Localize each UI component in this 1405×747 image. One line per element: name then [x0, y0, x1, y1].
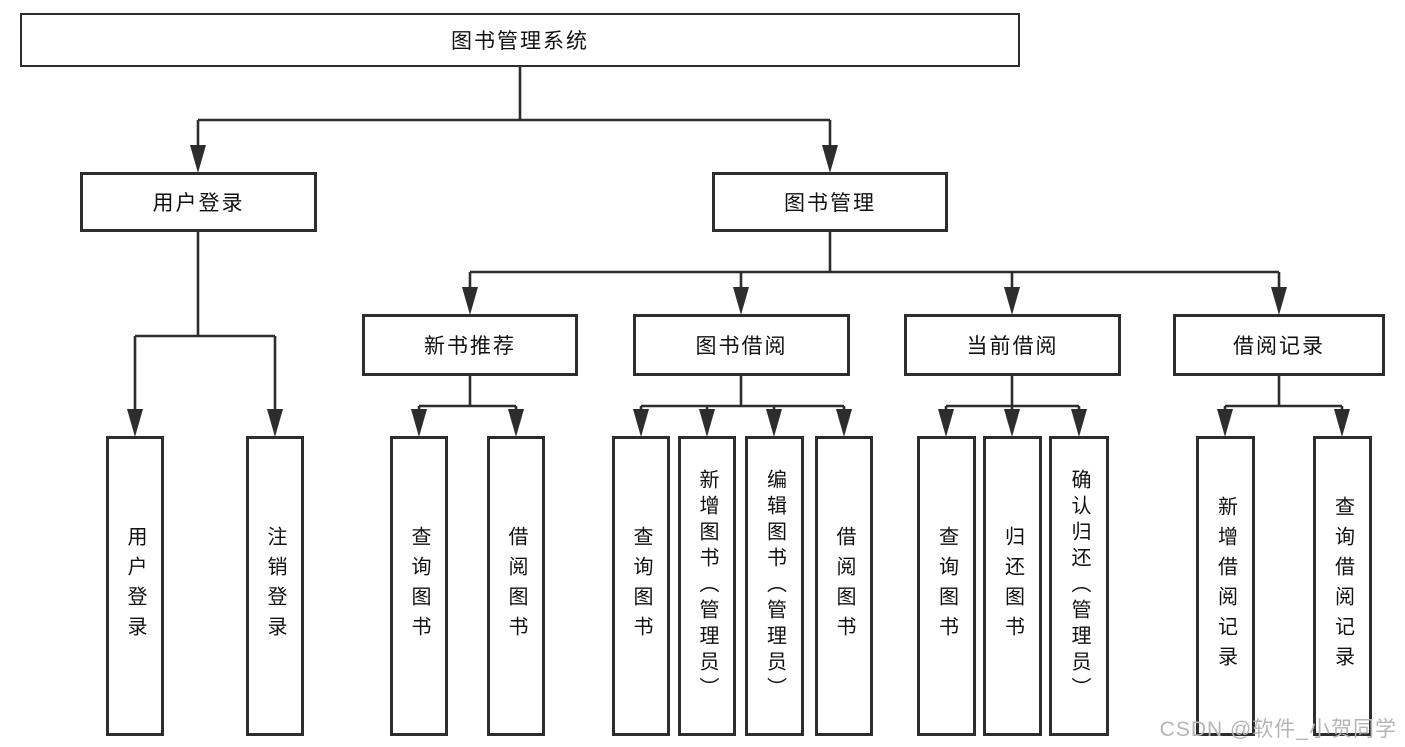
node-label: 新书推荐: [424, 335, 516, 358]
node-label: 注销登录: [264, 526, 286, 646]
leaf-query-books-1: 查询图书: [390, 436, 448, 736]
node-new-book-recommend: 新书推荐: [362, 314, 578, 376]
edge-bookborrow-to-leaves: [639, 376, 846, 430]
leaf-add-borrow-record: 新增借阅记录: [1196, 436, 1255, 736]
leaf-add-book-admin: 新增图书（管理员）: [678, 436, 736, 736]
node-label: 编辑图书（管理员）: [763, 469, 786, 703]
node-label: 查询借阅记录: [1331, 496, 1354, 676]
node-label: 图书管理系统: [451, 30, 589, 53]
node-library-management-system: 图书管理系统: [20, 13, 1020, 67]
edge-userlogin-to-leaves: [133, 232, 277, 430]
node-label: 借阅记录: [1233, 335, 1325, 358]
leaf-logout: 注销登录: [246, 436, 304, 736]
node-label: 查询图书: [935, 526, 958, 646]
leaf-query-borrow-record: 查询借阅记录: [1313, 436, 1372, 736]
node-label: 当前借阅: [966, 335, 1059, 358]
node-label: 新增图书（管理员）: [696, 469, 718, 703]
node-label: 图书借阅: [695, 335, 788, 358]
node-book-management: 图书管理: [712, 172, 948, 232]
leaf-borrow-books-1: 借阅图书: [487, 436, 545, 736]
node-label: 用户登录: [124, 526, 146, 646]
leaf-user-login: 用户登录: [106, 436, 164, 736]
node-current-borrow: 当前借阅: [904, 314, 1121, 376]
node-label: 确认归还（管理员）: [1068, 469, 1090, 703]
node-label: 查询图书: [630, 526, 652, 646]
leaf-query-books-2: 查询图书: [612, 436, 670, 736]
node-label: 借阅图书: [505, 526, 527, 646]
node-label: 新增借阅记录: [1214, 496, 1237, 676]
leaf-query-books-3: 查询图书: [917, 436, 976, 736]
edge-root-to-level2: [196, 66, 832, 166]
node-label: 图书管理: [784, 192, 876, 215]
node-book-borrow: 图书借阅: [633, 314, 850, 376]
leaf-return-books: 归还图书: [983, 436, 1042, 736]
leaf-confirm-return-admin: 确认归还（管理员）: [1049, 436, 1109, 736]
node-user-login: 用户登录: [80, 172, 317, 232]
node-label: 借阅图书: [833, 526, 855, 646]
node-label: 用户登录: [152, 192, 245, 215]
node-label: 归还图书: [1001, 526, 1024, 646]
arrowheads: [127, 145, 1350, 437]
edge-records-to-leaves: [1223, 376, 1344, 430]
node-label: 查询图书: [408, 526, 430, 646]
edge-newbook-to-leaves: [417, 376, 518, 430]
edge-bookmgmt-to-level3: [468, 232, 1281, 308]
node-borrow-records: 借阅记录: [1173, 314, 1385, 376]
csdn-watermark: CSDN @软件_小贺同学: [1159, 718, 1397, 741]
leaf-edit-book-admin: 编辑图书（管理员）: [745, 436, 804, 736]
leaf-borrow-books-2: 借阅图书: [815, 436, 873, 736]
